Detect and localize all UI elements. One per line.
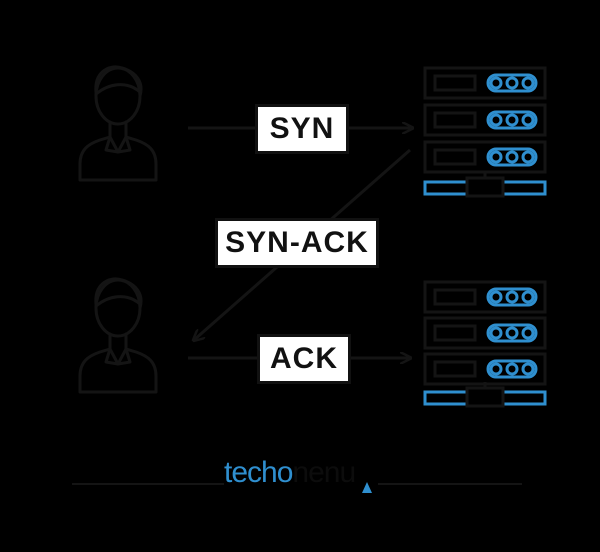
server-bottom-rack-icon [423,280,547,408]
logo-accent-icon [362,482,372,493]
logo-text-secondary: nenu [292,456,356,489]
brand-logo: techo nenu [224,456,356,492]
client-bottom-person-icon [78,277,158,394]
client-top-person-icon [78,65,158,182]
ack-label: ACK [257,334,351,384]
server-top-rack-icon [423,66,547,198]
logo-text-primary: techo [224,456,293,489]
syn-label: SYN [255,104,349,154]
syn-ack-label: SYN-ACK [215,218,379,268]
